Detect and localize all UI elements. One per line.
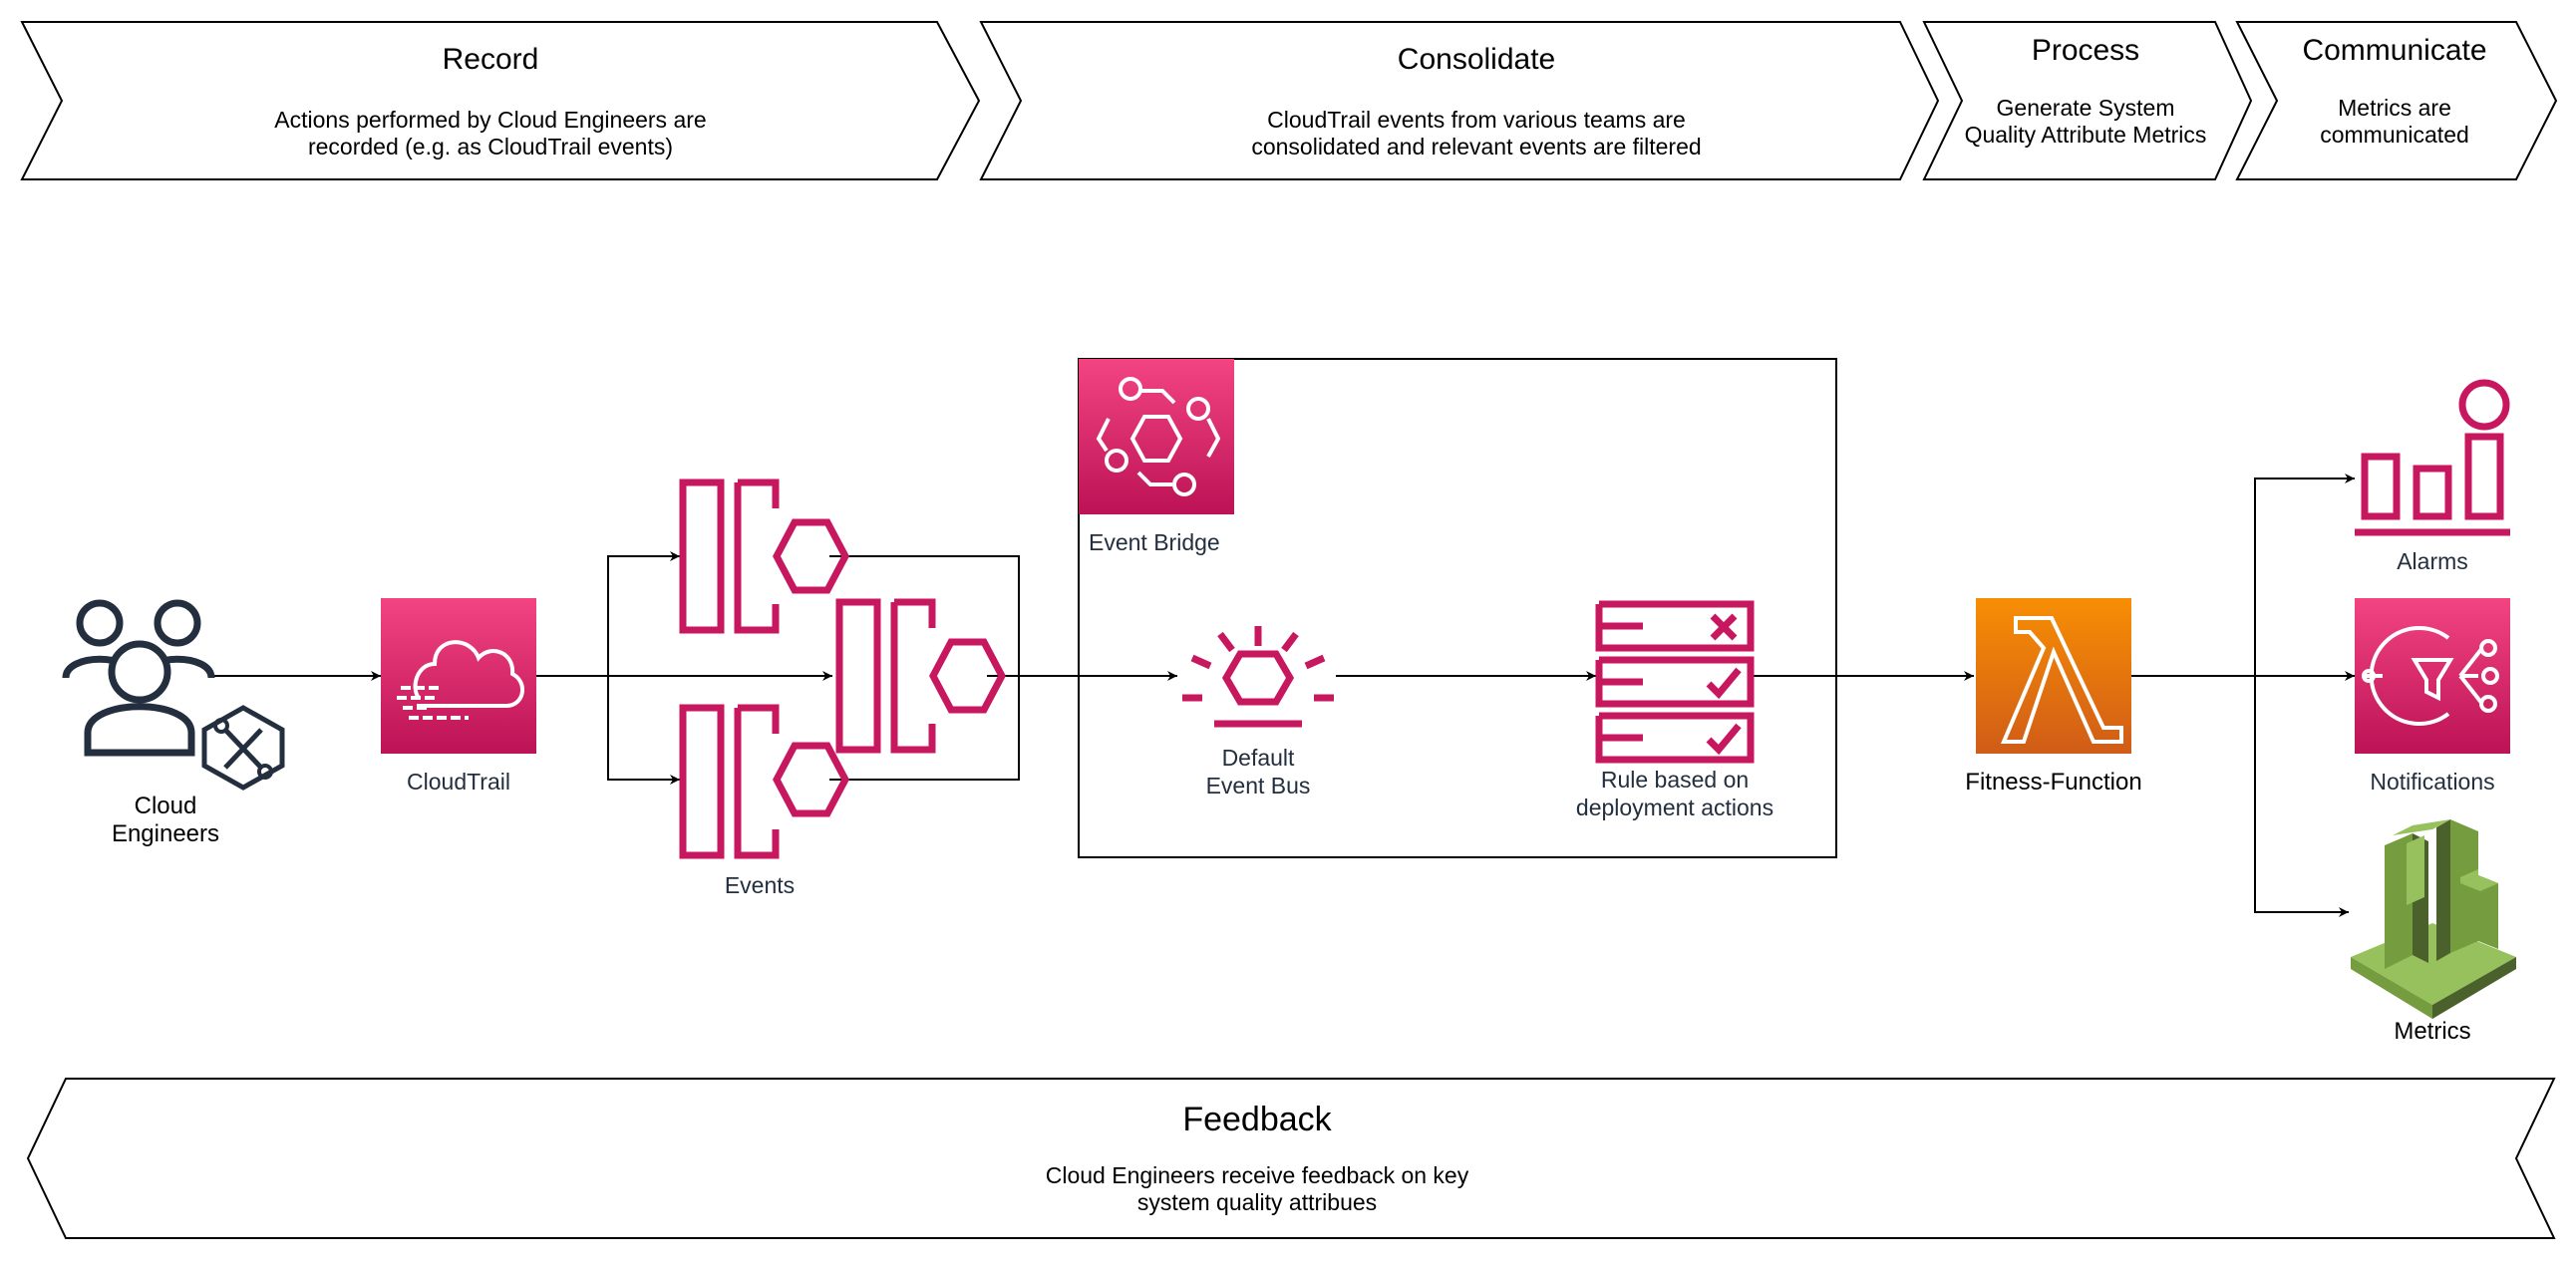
users-with-tools-icon (62, 599, 285, 791)
rule-label-line-2: deployment actions (1576, 795, 1773, 820)
alarm-chart-icon (2355, 379, 2510, 536)
feedback-desc-line-2: system quality attribues (1137, 1189, 1377, 1215)
node-default-event-bus: Default Event Bus (1182, 626, 1334, 799)
node-event-bridge: Event Bridge (1079, 359, 1234, 555)
stage-record: Record Actions performed by Cloud Engine… (20, 21, 981, 180)
stage-process-title: Process (2032, 34, 2139, 67)
stage-communicate: Communicate Metrics are communicated (2235, 21, 2558, 180)
event-icon (835, 598, 1006, 754)
event-icon (679, 704, 849, 859)
rule-icon (1595, 600, 1755, 764)
cloud-engineers-label-line-1: Cloud (135, 793, 197, 819)
stage-consolidate-desc-line-2: consolidated and relevant events are fil… (1251, 134, 1701, 160)
node-cloud-engineers: Cloud Engineers (62, 599, 285, 847)
rule-label-line-1: Rule based on (1601, 767, 1749, 793)
edges (213, 474, 2355, 917)
event-bridge-container (1078, 358, 1837, 858)
node-events: Events (679, 479, 1006, 898)
fitness-function-label: Fitness-Function (1965, 769, 2141, 796)
notifications-label: Notifications (2370, 769, 2494, 795)
event-icon (679, 479, 849, 634)
edge-fitness-to-metrics (2254, 676, 2349, 917)
node-alarms: Alarms (2355, 379, 2510, 574)
node-metrics: Metrics (2351, 819, 2516, 1045)
cloudtrail-icon (381, 598, 536, 754)
stage-record-title: Record (443, 43, 539, 76)
notification-icon (2355, 598, 2510, 754)
stage-record-desc-line-1: Actions performed by Cloud Engineers are (274, 107, 706, 133)
events-label: Events (725, 872, 795, 898)
stage-process-desc-line-2: Quality Attribute Metrics (1965, 122, 2207, 148)
stage-record-desc-line-2: recorded (e.g. as CloudTrail events) (308, 134, 673, 160)
stage-communicate-desc-line-1: Metrics are (2338, 95, 2451, 121)
event-bus-icon (1182, 626, 1334, 728)
edge-cloudtrail-to-event-top (536, 551, 680, 677)
stage-communicate-title: Communicate (2302, 34, 2486, 67)
default-event-bus-label-line-2: Event Bus (1206, 773, 1311, 799)
edge-event-top-merge (829, 555, 1020, 676)
node-fitness-function: Fitness-Function (1965, 598, 2142, 796)
stage-process: Process Generate System Quality Attribut… (1922, 21, 2253, 180)
stage-feedback: Feedback Cloud Engineers receive feedbac… (26, 1078, 2556, 1239)
cloud-engineers-label-line-2: Engineers (112, 820, 219, 847)
alarms-label: Alarms (2397, 548, 2468, 574)
event-bridge-label: Event Bridge (1089, 529, 1220, 555)
stage-consolidate-desc-line-1: CloudTrail events from various teams are (1267, 107, 1686, 133)
metrics-label: Metrics (2394, 1018, 2470, 1045)
edge-event-bottom-merge (829, 676, 1020, 781)
cloudwatch-metrics-icon (2351, 819, 2516, 1019)
stage-consolidate-title: Consolidate (1398, 43, 1555, 76)
stage-process-desc-line-1: Generate System (1997, 95, 2175, 121)
node-cloudtrail: CloudTrail (381, 598, 536, 795)
stage-communicate-desc-line-2: communicated (2320, 122, 2469, 148)
node-notifications: Notifications (2355, 598, 2510, 795)
default-event-bus-label-line-1: Default (1222, 745, 1295, 771)
lambda-icon (1976, 598, 2131, 754)
feedback-desc-line-1: Cloud Engineers receive feedback on key (1046, 1162, 1469, 1188)
node-rule: Rule based on deployment actions (1576, 600, 1773, 820)
edge-fitness-to-alarms (2254, 474, 2355, 676)
cloudtrail-label: CloudTrail (407, 769, 510, 795)
stage-consolidate: Consolidate CloudTrail events from vario… (979, 21, 1940, 180)
edge-cloudtrail-to-event-bottom (607, 676, 680, 785)
feedback-title: Feedback (1182, 1101, 1332, 1138)
eventbridge-icon (1079, 359, 1234, 514)
